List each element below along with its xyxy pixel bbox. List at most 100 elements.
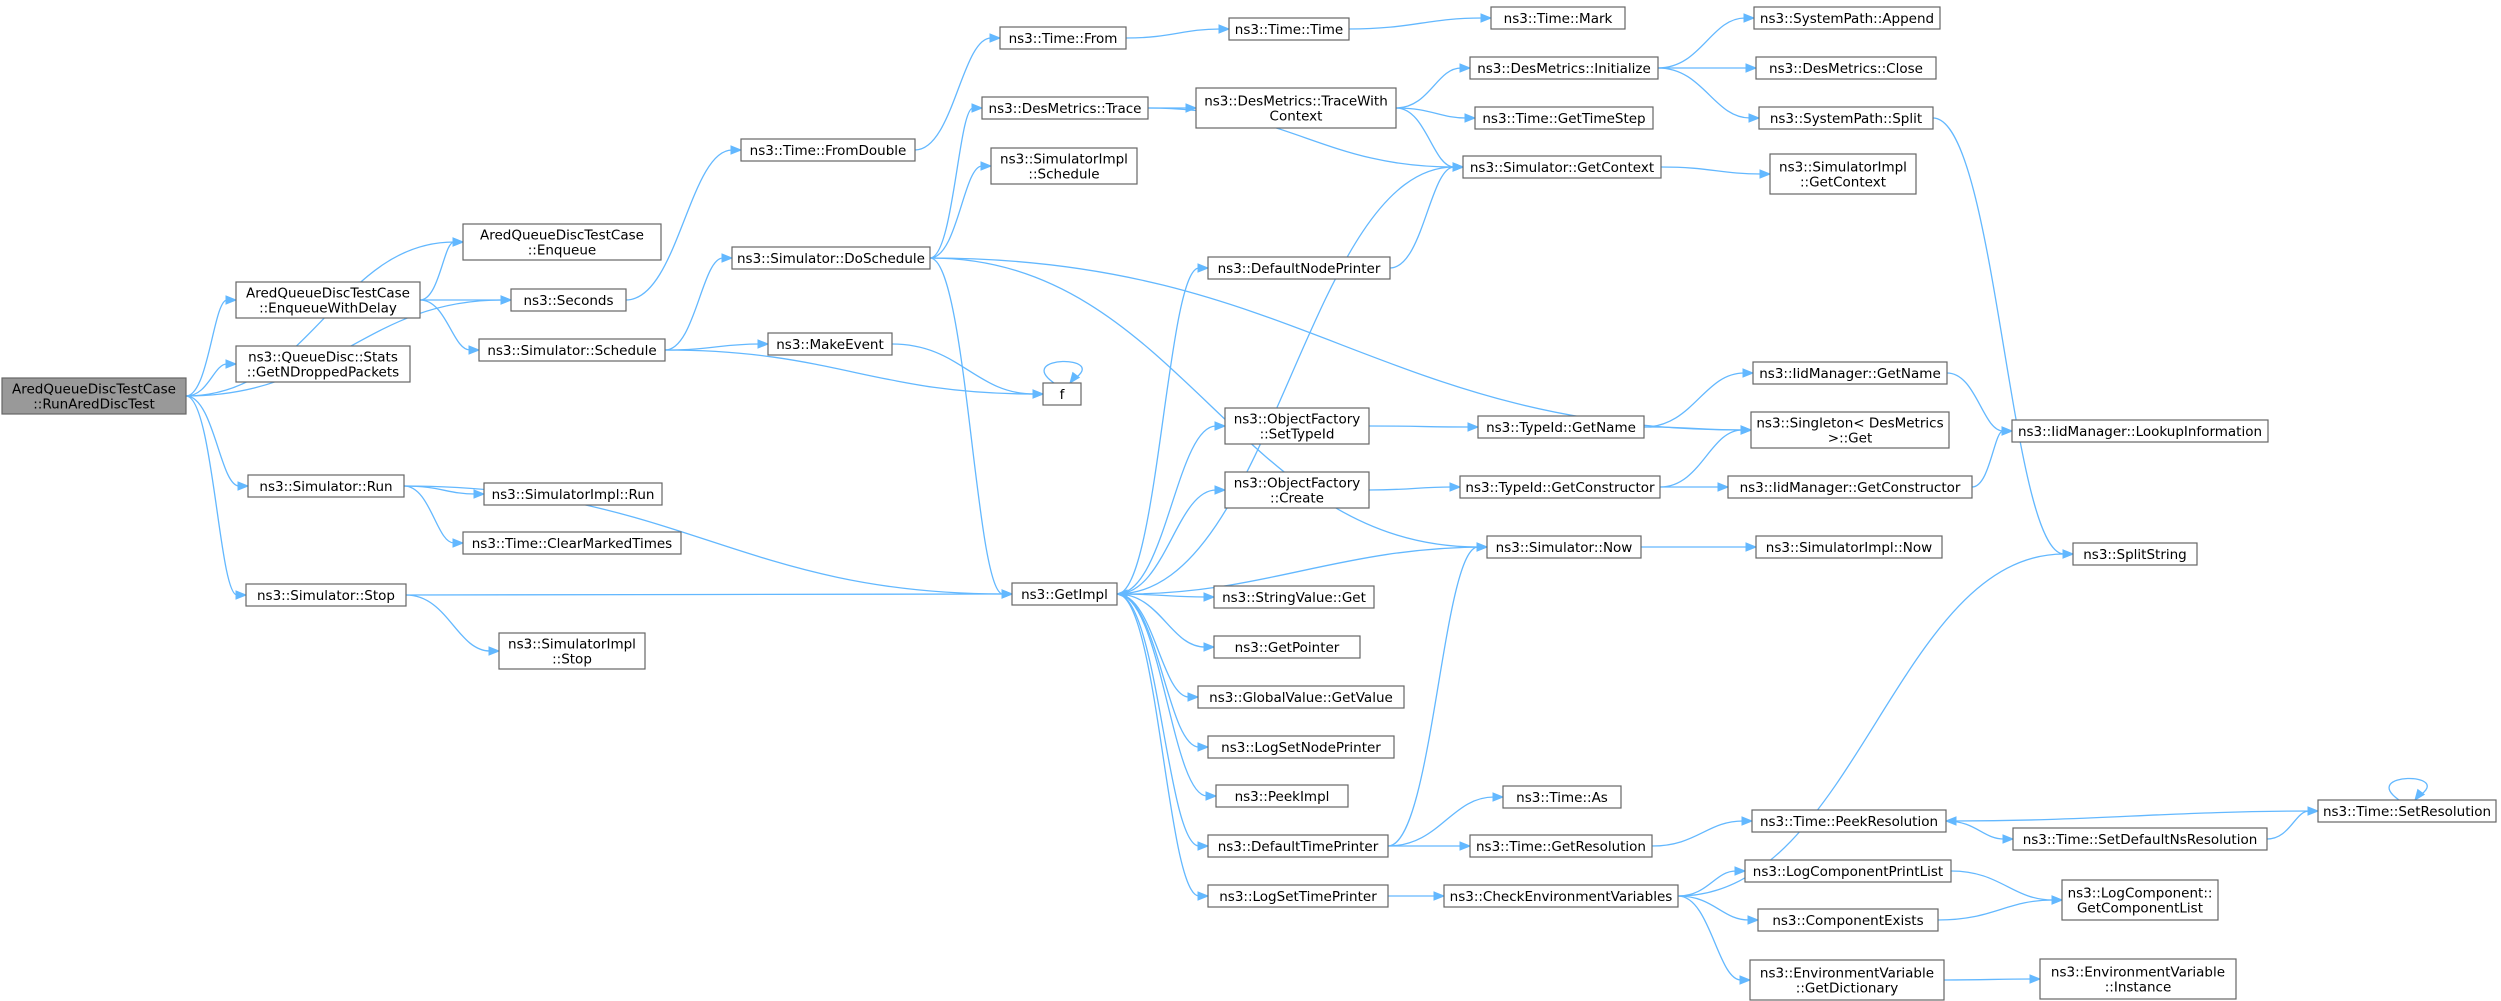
edge-line bbox=[1348, 17, 1483, 30]
node-iid-getctor[interactable]: ns3::IidManager::GetConstructor bbox=[1727, 475, 1973, 499]
node-do-schedule[interactable]: ns3::Simulator::DoSchedule bbox=[731, 246, 931, 270]
node-iid-lookup[interactable]: ns3::IidManager::LookupInformation bbox=[2011, 419, 2269, 443]
node-time-peekres[interactable]: ns3::Time::PeekResolution bbox=[1751, 809, 1947, 833]
node-simimpl-now[interactable]: ns3::SimulatorImpl::Now bbox=[1755, 535, 1943, 559]
node-comp-exists[interactable]: ns3::ComponentExists bbox=[1757, 908, 1939, 932]
node-label: ns3::Time::As bbox=[1516, 790, 1608, 806]
node-of-settypeid[interactable]: ns3::ObjectFactory::SetTypeId bbox=[1224, 407, 1370, 445]
node-of-create[interactable]: ns3::ObjectFactory::Create bbox=[1224, 471, 1370, 509]
node-get-impl[interactable]: ns3::GetImpl bbox=[1011, 582, 1118, 606]
node-simimpl-run[interactable]: ns3::SimulatorImpl::Run bbox=[483, 482, 663, 506]
node-time-as[interactable]: ns3::Time::As bbox=[1502, 785, 1622, 809]
node-log-print-list[interactable]: ns3::LogComponentPrintList bbox=[1744, 859, 1952, 883]
edge-line bbox=[1116, 267, 1200, 595]
node-des-trace[interactable]: ns3::DesMetrics::Trace bbox=[981, 96, 1149, 120]
node-label: ns3::Time::ClearMarkedTimes bbox=[472, 536, 672, 552]
node-singleton-get[interactable]: ns3::Singleton< DesMetrics >::Get bbox=[1750, 411, 1950, 449]
node-time-setdefault[interactable]: ns3::Time::SetDefaultNsResolution bbox=[2012, 827, 2268, 851]
node-enqueue-delay[interactable]: AredQueueDiscTestCase::EnqueueWithDelay bbox=[235, 281, 421, 319]
edge-arrowhead bbox=[1197, 263, 1210, 273]
node-check-env[interactable]: ns3::CheckEnvironmentVariables bbox=[1443, 884, 1679, 908]
node-sp-append[interactable]: ns3::SystemPath::Append bbox=[1753, 6, 1941, 30]
edge-time-from-to-time-time bbox=[1125, 24, 1231, 39]
node-label: ns3::TypeId::GetConstructor bbox=[1465, 480, 1655, 496]
node-label: ns3::DesMetrics::Close bbox=[1769, 61, 1923, 77]
edge-line bbox=[1954, 810, 2319, 822]
node-label: ns3::Time::Mark bbox=[1504, 11, 1613, 27]
edge-line bbox=[1971, 430, 2004, 488]
node-from-double[interactable]: ns3::Time::FromDouble bbox=[740, 138, 916, 162]
node-time-setres[interactable]: ns3::Time::SetResolution bbox=[2317, 799, 2497, 823]
node-iid-getname[interactable]: ns3::IidManager::GetName bbox=[1752, 361, 1948, 385]
node-box bbox=[1749, 959, 1945, 1001]
node-sim-now[interactable]: ns3::Simulator::Now bbox=[1486, 535, 1642, 559]
edge-line bbox=[664, 349, 1035, 395]
node-sim-schedule[interactable]: ns3::Simulator::Schedule bbox=[478, 338, 666, 362]
edge-line bbox=[1677, 895, 1750, 921]
node-clear-marked[interactable]: ns3::Time::ClearMarkedTimes bbox=[462, 531, 682, 555]
node-simimpl-schedule[interactable]: ns3::SimulatorImpl::Schedule bbox=[990, 147, 1138, 185]
node-log-set-node[interactable]: ns3::LogSetNodePrinter bbox=[1207, 735, 1395, 759]
node-simimpl-stop[interactable]: ns3::SimulatorImpl::Stop bbox=[498, 632, 646, 670]
edge-arrowhead bbox=[473, 489, 486, 499]
node-typeid-getname[interactable]: ns3::TypeId::GetName bbox=[1477, 415, 1645, 439]
edge-line bbox=[405, 594, 491, 652]
node-des-close[interactable]: ns3::DesMetrics::Close bbox=[1755, 56, 1937, 80]
node-label: ::Enqueue bbox=[528, 243, 596, 259]
node-box bbox=[1213, 635, 1361, 659]
edge-line bbox=[185, 395, 240, 487]
node-label: ::Schedule bbox=[1028, 167, 1099, 183]
node-box bbox=[1213, 585, 1375, 609]
node-get-timestep[interactable]: ns3::Time::GetTimeStep bbox=[1474, 106, 1654, 130]
node-box bbox=[2072, 542, 2198, 566]
edge-line bbox=[1368, 486, 1452, 491]
edge-make-event-to-f bbox=[891, 343, 1045, 399]
node-f[interactable]: f bbox=[1042, 382, 1082, 406]
node-sim-getcontext[interactable]: ns3::Simulator::GetContext bbox=[1462, 155, 1662, 179]
node-run-ared[interactable]: AredQueueDiscTestCase::RunAredDiscTest bbox=[1, 377, 187, 415]
node-def-node-printer[interactable]: ns3::DefaultNodePrinter bbox=[1207, 256, 1391, 280]
edge-line bbox=[929, 107, 974, 259]
edge-line bbox=[625, 149, 733, 301]
node-peek-impl[interactable]: ns3::PeekImpl bbox=[1215, 784, 1349, 808]
node-box bbox=[2011, 419, 2269, 443]
edge-line bbox=[664, 257, 724, 351]
node-log-set-time[interactable]: ns3::LogSetTimePrinter bbox=[1207, 884, 1389, 908]
node-string-get[interactable]: ns3::StringValue::Get bbox=[1213, 585, 1375, 609]
edge-line bbox=[1389, 166, 1455, 269]
node-sim-run[interactable]: ns3::Simulator::Run bbox=[247, 474, 405, 498]
node-des-init[interactable]: ns3::DesMetrics::Initialize bbox=[1469, 56, 1659, 80]
node-simimpl-getctx[interactable]: ns3::SimulatorImpl::GetContext bbox=[1769, 153, 1917, 195]
edge-line bbox=[2388, 777, 2428, 801]
node-box bbox=[1474, 106, 1654, 130]
node-sim-stop[interactable]: ns3::Simulator::Stop bbox=[245, 583, 407, 607]
node-label: ns3::Simulator::Stop bbox=[257, 588, 395, 604]
node-label: ns3::ObjectFactory bbox=[1234, 476, 1361, 492]
node-time-time[interactable]: ns3::Time::Time bbox=[1228, 17, 1350, 41]
node-sp-split[interactable]: ns3::SystemPath::Split bbox=[1758, 106, 1934, 130]
node-gndp[interactable]: ns3::QueueDisc::Stats::GetNDroppedPacket… bbox=[235, 345, 411, 383]
edge-arrowhead bbox=[488, 646, 501, 656]
edge-line bbox=[419, 299, 471, 351]
node-log-getlist[interactable]: ns3::LogComponent::GetComponentList bbox=[2061, 879, 2219, 921]
node-env-getdict[interactable]: ns3::EnvironmentVariable::GetDictionary bbox=[1749, 959, 1945, 1001]
node-typeid-getctor[interactable]: ns3::TypeId::GetConstructor bbox=[1459, 475, 1661, 499]
edge-line bbox=[1116, 593, 1200, 847]
edge-do-schedule-to-get-impl bbox=[929, 257, 1014, 599]
node-time-mark[interactable]: ns3::Time::Mark bbox=[1490, 6, 1626, 30]
node-time-getres[interactable]: ns3::Time::GetResolution bbox=[1469, 834, 1653, 858]
node-enqueue[interactable]: AredQueueDiscTestCase::Enqueue bbox=[462, 223, 662, 261]
edge-arrowhead bbox=[1197, 891, 1210, 901]
edge-enqueue-delay-to-enqueue bbox=[419, 237, 465, 301]
node-get-pointer[interactable]: ns3::GetPointer bbox=[1213, 635, 1361, 659]
node-env-instance[interactable]: ns3::EnvironmentVariable::Instance bbox=[2039, 958, 2237, 1000]
edge-arrowhead bbox=[1187, 692, 1200, 702]
node-box bbox=[498, 632, 646, 670]
node-seconds[interactable]: ns3::Seconds bbox=[510, 288, 627, 312]
node-def-time-printer[interactable]: ns3::DefaultTimePrinter bbox=[1207, 834, 1389, 858]
node-gv-getvalue[interactable]: ns3::GlobalValue::GetValue bbox=[1197, 685, 1405, 709]
node-make-event[interactable]: ns3::MakeEvent bbox=[767, 332, 893, 356]
node-split-string[interactable]: ns3::SplitString bbox=[2072, 542, 2198, 566]
node-time-from[interactable]: ns3::Time::From bbox=[999, 26, 1127, 50]
